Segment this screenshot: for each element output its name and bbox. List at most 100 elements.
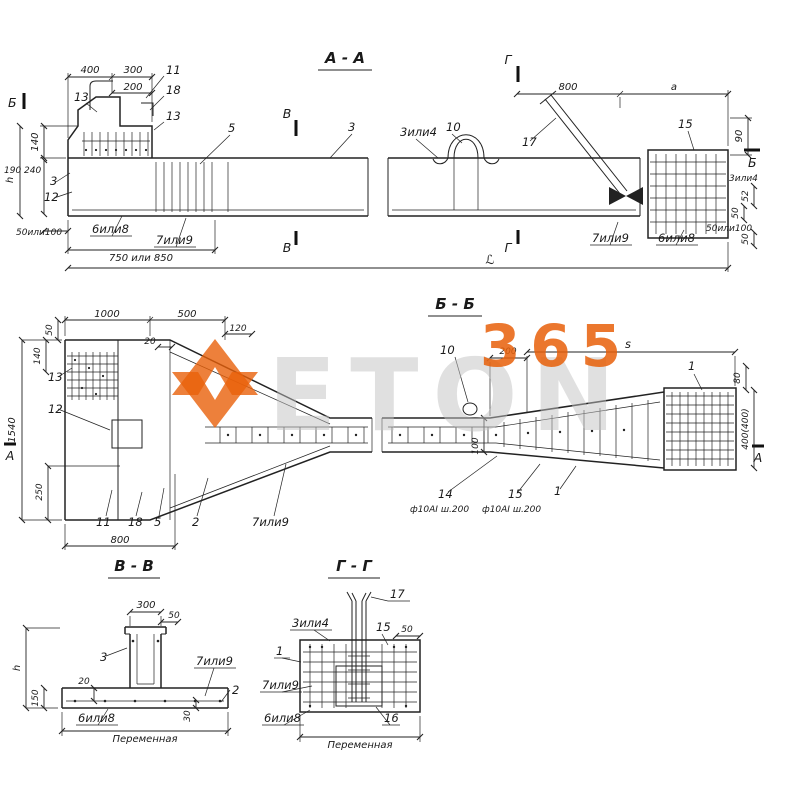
bb-dim-800: 800 xyxy=(110,535,129,546)
aa-stirrups xyxy=(155,162,229,212)
vv-dim-300: 300 xyxy=(136,600,155,611)
gg-callout-15: 15 xyxy=(376,620,391,634)
bb-dim-s: s xyxy=(625,337,631,351)
bb-callout-15-spec: ф10АI ш.200 xyxy=(482,505,541,515)
gg-dim-variable: Переменная xyxy=(327,740,392,751)
vv-callouts: 3 7или9 2 6или8 xyxy=(76,647,239,726)
bb-dimensions: 1000 500 120 20 50 140 1540 250 800 200 xyxy=(7,309,758,550)
aa-right-end-block xyxy=(647,149,729,239)
aa-callout-13a: 13 xyxy=(74,90,89,104)
vv-callout-2: 2 xyxy=(232,683,239,697)
section-bb: Б - Б xyxy=(4,295,764,550)
bb-callout-1-right: 1 xyxy=(688,359,695,373)
section-vv: В - В 300 xyxy=(12,557,239,745)
bb-cut-a-right: А xyxy=(753,450,763,465)
gg-callout-16: 16 xyxy=(384,711,399,725)
aa-callout-13b: 13 xyxy=(166,109,181,123)
aa-callout-10: 10 xyxy=(446,120,461,134)
aa-dimensions: 400 300 200 800 а 140 190 240 h 90 3или4 xyxy=(4,65,758,272)
bb-callout-11: 11 xyxy=(96,515,111,529)
bb-plan-outline xyxy=(64,339,737,521)
aa-dim-52: 52 xyxy=(741,190,751,202)
section-gg: Г - Г xyxy=(260,557,424,751)
aa-dim-400: 400 xyxy=(80,65,99,76)
bb-callout-1-mid: 1 xyxy=(554,484,561,498)
bb-cut-a-left: А xyxy=(5,448,15,463)
aa-dim-a: а xyxy=(671,82,677,93)
bb-left-mesh xyxy=(67,352,118,400)
bb-dim-200: 200 xyxy=(499,347,516,357)
gg-callout-7or9: 7или9 xyxy=(262,678,299,692)
bb-dim-120: 120 xyxy=(229,324,246,334)
aa-dim-total-length: ℒ xyxy=(485,252,494,267)
bb-loop-plan xyxy=(462,402,478,416)
aa-callouts: 11 18 13 13 5 3 3или4 10 17 15 3 12 6или… xyxy=(44,63,698,248)
aa-callout-15: 15 xyxy=(678,117,693,131)
aa-callout-7or9-right: 7или9 xyxy=(592,231,629,245)
aa-dim-750or850: 750 или 850 xyxy=(109,253,173,264)
aa-dim-200: 200 xyxy=(123,82,142,93)
aa-dim-800: 800 xyxy=(558,82,577,93)
aa-callout-11: 11 xyxy=(166,63,181,77)
aa-callout-6or8-right: 6или8 xyxy=(658,231,695,245)
bb-cage-ladder xyxy=(205,400,661,461)
watermark-text: ETON xyxy=(268,337,629,454)
aa-cut-g-top: Г xyxy=(505,52,513,67)
gg-callout-6or8: 6или8 xyxy=(264,711,301,725)
aa-callout-3-left: 3 xyxy=(50,174,57,188)
gg-recess-box xyxy=(335,665,383,707)
bb-title: Б - Б xyxy=(435,295,475,313)
bb-dim-80: 80 xyxy=(733,372,743,384)
gg-dim-50: 50 xyxy=(401,625,413,635)
watermark-logo-lower xyxy=(172,372,258,428)
bb-dim-20: 20 xyxy=(144,337,156,347)
section-aa: А - А xyxy=(4,49,760,272)
aa-callout-6or8-left: 6или8 xyxy=(92,222,129,236)
aa-callout-3or4: 3или4 xyxy=(400,125,437,139)
aa-diagonal-member xyxy=(539,90,643,205)
gg-title: Г - Г xyxy=(336,557,373,575)
vv-dim-50: 50 xyxy=(168,611,180,621)
aa-dim-190-240: 190 240 xyxy=(4,166,41,176)
aa-beam-outline xyxy=(67,80,641,217)
watermark-number: 365 xyxy=(480,312,631,380)
vv-dim-variable: Переменная xyxy=(112,734,177,745)
vv-callout-6or8: 6или8 xyxy=(78,711,115,725)
vv-dim-30: 30 xyxy=(183,710,193,722)
aa-cut-b-left: Б xyxy=(8,95,17,110)
aa-callout-12: 12 xyxy=(44,190,59,204)
bb-right-mesh xyxy=(666,392,734,466)
aa-cut-b-right: Б xyxy=(748,155,757,170)
aa-bent-bar-18 xyxy=(141,102,154,116)
aa-cut-v-bottom: В xyxy=(283,240,292,255)
bb-callout-13: 13 xyxy=(48,370,63,384)
aa-lifting-loop xyxy=(432,134,500,210)
vv-dimensions: 300 50 20 h 150 30 Переменная xyxy=(12,600,232,745)
bb-callout-12: 12 xyxy=(48,402,63,416)
vv-dim-150: 150 xyxy=(31,689,41,706)
vv-title: В - В xyxy=(114,557,154,575)
bb-dim-140: 140 xyxy=(33,347,43,364)
aa-callout-3: 3 xyxy=(348,120,355,134)
gg-callouts: 17 3или4 15 1 7или9 6или8 16 xyxy=(260,587,410,726)
bb-dim-100: 100 xyxy=(471,437,481,454)
watermark: ETON 365 xyxy=(172,312,631,454)
bb-callout-5: 5 xyxy=(154,515,161,529)
bb-dim-1540: 1540 xyxy=(7,417,18,442)
aa-cut-marks: Б Б В В Г Г xyxy=(8,52,760,255)
gg-callout-3or4: 3или4 xyxy=(292,616,329,630)
bb-dim-250: 250 xyxy=(35,483,45,500)
bb-callouts: 13 12 11 18 5 2 7или9 10 1 14 ф10АI ш.20… xyxy=(48,343,703,529)
bb-dim-400-400: 400(400) xyxy=(741,408,751,449)
bb-callout-14: 14 xyxy=(438,487,453,501)
aa-dim-300: 300 xyxy=(123,65,142,76)
vv-callout-7or9: 7или9 xyxy=(196,654,233,668)
bb-callout-2: 2 xyxy=(192,515,199,529)
aa-dim-140: 140 xyxy=(30,132,41,151)
aa-dim-90: 90 xyxy=(734,130,745,143)
aa-dim-50or100-left: 50или100 xyxy=(16,228,62,238)
gg-structure xyxy=(299,591,421,713)
vv-dim-20: 20 xyxy=(78,677,90,687)
